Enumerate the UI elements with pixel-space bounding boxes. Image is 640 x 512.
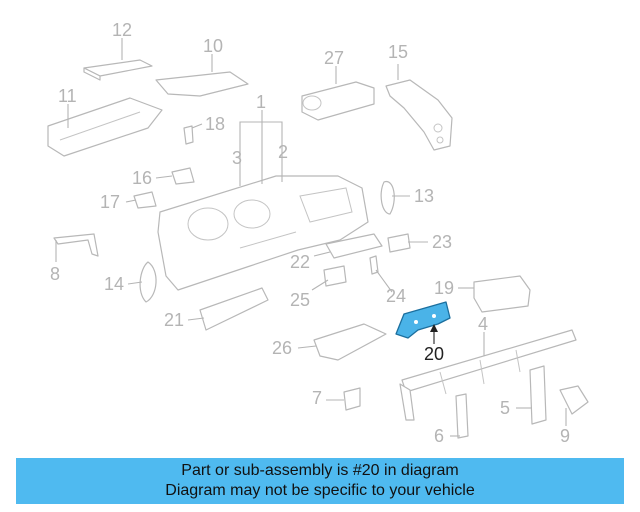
callout-2: 2 <box>278 142 288 162</box>
callout-3: 3 <box>232 148 242 168</box>
part-15[interactable] <box>385 79 453 151</box>
callout-4: 4 <box>478 314 488 334</box>
callout-5: 5 <box>500 398 510 418</box>
callout-1: 1 <box>256 92 266 112</box>
part-18[interactable] <box>183 125 194 145</box>
callout-15: 15 <box>388 42 408 62</box>
part-22[interactable] <box>325 233 383 259</box>
part-10[interactable] <box>155 71 249 97</box>
callout-7: 7 <box>312 388 322 408</box>
callout-labels: 12 10 11 27 15 18 1 3 2 16 17 13 23 8 14… <box>50 20 570 446</box>
callout-14: 14 <box>104 274 124 294</box>
callout-23: 23 <box>432 232 452 252</box>
callout-24: 24 <box>386 286 406 306</box>
info-banner: Part or sub-assembly is #20 in diagram D… <box>16 458 624 504</box>
part-12[interactable] <box>83 59 153 81</box>
part-23[interactable] <box>387 233 411 253</box>
part-7[interactable] <box>343 387 361 411</box>
part-25[interactable] <box>323 265 347 287</box>
part-4[interactable] <box>399 329 577 421</box>
part-21[interactable] <box>199 287 269 331</box>
callout-21: 21 <box>164 310 184 330</box>
callout-27: 27 <box>324 48 344 68</box>
callout-26: 26 <box>272 338 292 358</box>
callout-22: 22 <box>290 252 310 272</box>
callout-8: 8 <box>50 264 60 284</box>
banner-line-2: Diagram may not be specific to your vehi… <box>165 482 475 499</box>
callout-25: 25 <box>290 290 310 310</box>
part-14[interactable] <box>139 261 157 303</box>
part-13[interactable] <box>380 181 395 215</box>
part-17[interactable] <box>133 191 157 209</box>
banner-line-1: Part or sub-assembly is #20 in diagram <box>181 462 459 479</box>
part-16[interactable] <box>171 167 195 185</box>
callout-19: 19 <box>434 278 454 298</box>
part-27[interactable] <box>301 81 375 121</box>
part-8[interactable] <box>53 233 99 257</box>
part-20-highlighted[interactable] <box>395 301 451 339</box>
part-9[interactable] <box>559 385 589 415</box>
callout-6: 6 <box>434 426 444 446</box>
callout-10: 10 <box>203 36 223 56</box>
callout-11: 11 <box>58 86 77 106</box>
callout-18: 18 <box>205 114 225 134</box>
callout-13: 13 <box>414 186 434 206</box>
callout-16: 16 <box>132 168 152 188</box>
part-5[interactable] <box>529 365 547 425</box>
parts-diagram: 12 10 11 27 15 18 1 3 2 16 17 13 23 8 14… <box>47 20 589 446</box>
part-6[interactable] <box>455 393 469 439</box>
callout-20: 20 <box>424 344 444 364</box>
instrument-panel[interactable] <box>157 175 369 291</box>
callout-9: 9 <box>560 426 570 446</box>
callout-12: 12 <box>112 20 132 40</box>
leader-lines <box>55 38 567 437</box>
part-11[interactable] <box>47 97 163 157</box>
part-26[interactable] <box>313 323 387 361</box>
callout-17: 17 <box>100 192 120 212</box>
part-19[interactable] <box>473 275 531 313</box>
